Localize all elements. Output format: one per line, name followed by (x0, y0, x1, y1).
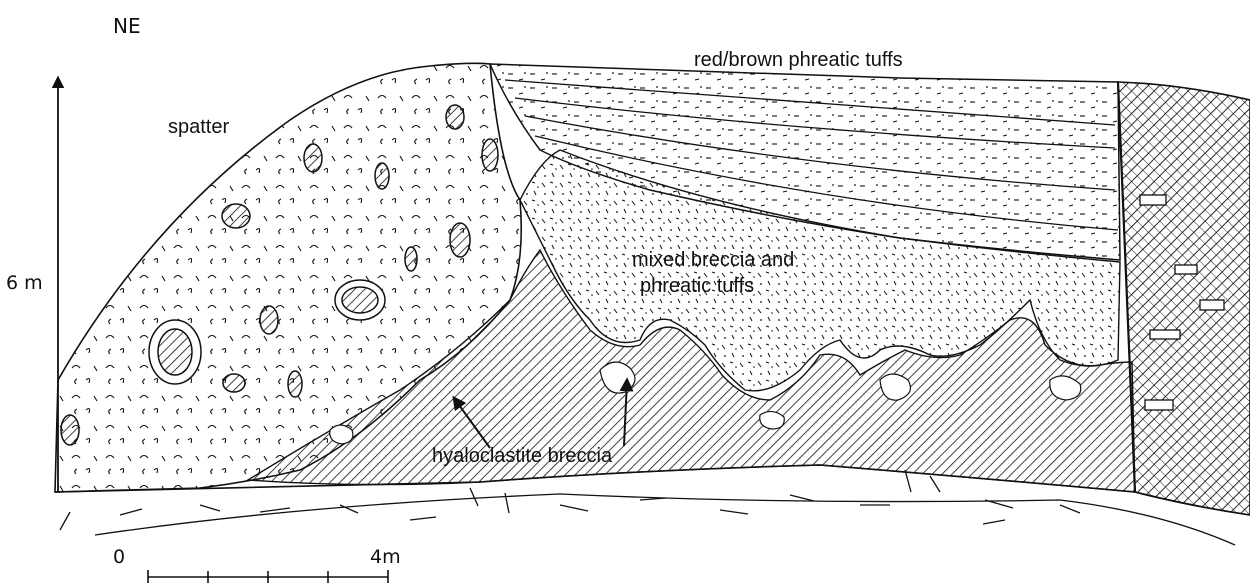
mixed-breccia-label-line2: phreatic tuffs (640, 275, 754, 297)
vertical-scale-label: 6 m (6, 272, 43, 294)
spatter-label: spatter (168, 116, 229, 138)
right-dyke-column (1118, 82, 1250, 515)
scale-bar (148, 570, 388, 583)
red-brown-phreatic-tuffs-label: red/brown phreatic tuffs (694, 49, 903, 71)
hyaloclastite-breccia-label: hyaloclastite breccia (432, 445, 613, 467)
orientation-label: NE (113, 14, 141, 38)
scale-start-label: 0 (113, 546, 125, 568)
scale-end-label: 4m (370, 546, 401, 568)
mixed-breccia-label-line1: mixed breccia and (632, 249, 794, 271)
